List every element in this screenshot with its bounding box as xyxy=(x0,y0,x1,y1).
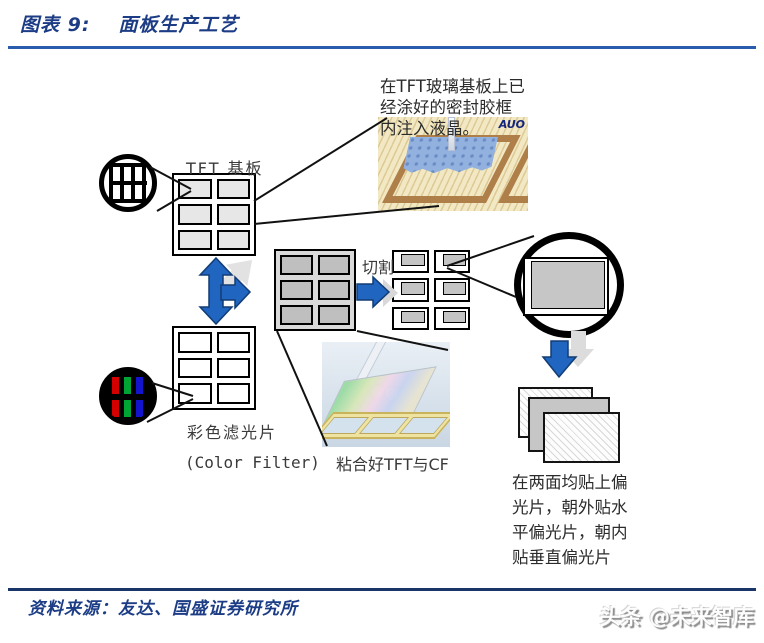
rgb-bar-blue xyxy=(136,400,143,417)
tft-cell xyxy=(178,204,212,225)
bonded-cell xyxy=(317,305,350,325)
rgb-bar-green xyxy=(124,377,131,394)
source-text: 资料来源：友达、国盛证券研究所 xyxy=(28,599,298,619)
liquid-crystal-injection-photo: AUO xyxy=(378,117,528,211)
cf-cell xyxy=(178,332,212,353)
tft-cell xyxy=(216,204,250,225)
bonded-label: 粘合好TFT与CF xyxy=(336,455,449,474)
single-panel-glass xyxy=(531,261,605,309)
injection-annotation: 在TFT玻璃基板上已 经涂好的密封胶框 内注入液晶。 xyxy=(380,77,525,138)
single-panel xyxy=(523,257,609,316)
figure-name: 面板生产工艺 xyxy=(118,14,239,36)
color-filter-grid xyxy=(172,326,256,410)
figure-title: 图表 9: 面板生产工艺 xyxy=(20,10,238,37)
footer-rule xyxy=(8,588,756,591)
bonded-cell xyxy=(317,255,350,275)
color-filter-label-en: (Color Filter) xyxy=(185,453,320,472)
cut-panel-glass xyxy=(442,310,466,323)
watermark-text: 头条 @未来智库 xyxy=(599,605,754,629)
bonded-cell xyxy=(317,280,350,300)
figure-label: 图表 9: xyxy=(20,14,91,36)
cf-cell xyxy=(216,332,250,353)
cut-panel-glass xyxy=(401,282,425,295)
tft-substrate-grid xyxy=(172,173,256,256)
cut-panel xyxy=(392,306,429,330)
rgb-bar-red xyxy=(112,377,119,394)
cut-panel-glass xyxy=(442,254,466,267)
double-arrow-vertical xyxy=(198,256,234,326)
bonded-cell xyxy=(280,255,313,275)
rgb-bar-green xyxy=(124,400,131,417)
rgb-bar-red xyxy=(112,400,119,417)
cut-panel xyxy=(433,278,470,302)
bonding-photo xyxy=(322,342,450,447)
tft-cell xyxy=(216,229,250,250)
bonded-cell xyxy=(280,280,313,300)
tft-pixel-pattern xyxy=(109,163,147,203)
cut-panel xyxy=(392,250,429,274)
cut-label: 切割 xyxy=(362,258,395,277)
cut-arrow-right xyxy=(356,275,391,309)
cut-panel xyxy=(433,306,470,330)
cf-cell xyxy=(216,383,250,404)
cut-panel-glass xyxy=(442,282,466,295)
rgb-magnifier-icon xyxy=(99,367,157,425)
cut-panel xyxy=(433,250,470,274)
cf-cell xyxy=(178,383,212,404)
bonded-cell xyxy=(280,305,313,325)
cut-panel-glass xyxy=(401,310,425,323)
cut-panels-group xyxy=(392,250,470,330)
cf-cell xyxy=(178,357,212,379)
polarizer-sheet-front xyxy=(543,412,620,463)
rgb-bar-blue xyxy=(136,377,143,394)
cut-panel-glass xyxy=(401,254,425,267)
dispenser-nozzle xyxy=(448,117,455,151)
wedge-line xyxy=(253,117,388,202)
bonded-mother-glass-grid xyxy=(274,249,356,331)
tray xyxy=(322,412,450,439)
tft-substrate-label: TFT 基板 xyxy=(186,159,264,178)
color-filter-label-cn: 彩色滤光片 xyxy=(187,423,278,442)
tft-cell xyxy=(216,179,250,200)
tft-cell xyxy=(178,229,212,250)
cut-panel xyxy=(392,278,429,302)
down-arrow xyxy=(541,340,578,379)
polarizer-annotation: 在两面均贴上偏 光片，朝外贴水 平偏光片，朝内 贴垂直偏光片 xyxy=(512,473,628,567)
tft-cell xyxy=(178,179,212,200)
tft-magnifier-icon xyxy=(99,154,157,212)
wedge-line xyxy=(276,330,328,447)
header-rule xyxy=(8,46,756,49)
shadow-arrow-ne xyxy=(209,259,253,303)
branch-arrow-right xyxy=(220,275,252,310)
auo-logo: AUO xyxy=(498,118,525,131)
cf-cell xyxy=(216,357,250,379)
